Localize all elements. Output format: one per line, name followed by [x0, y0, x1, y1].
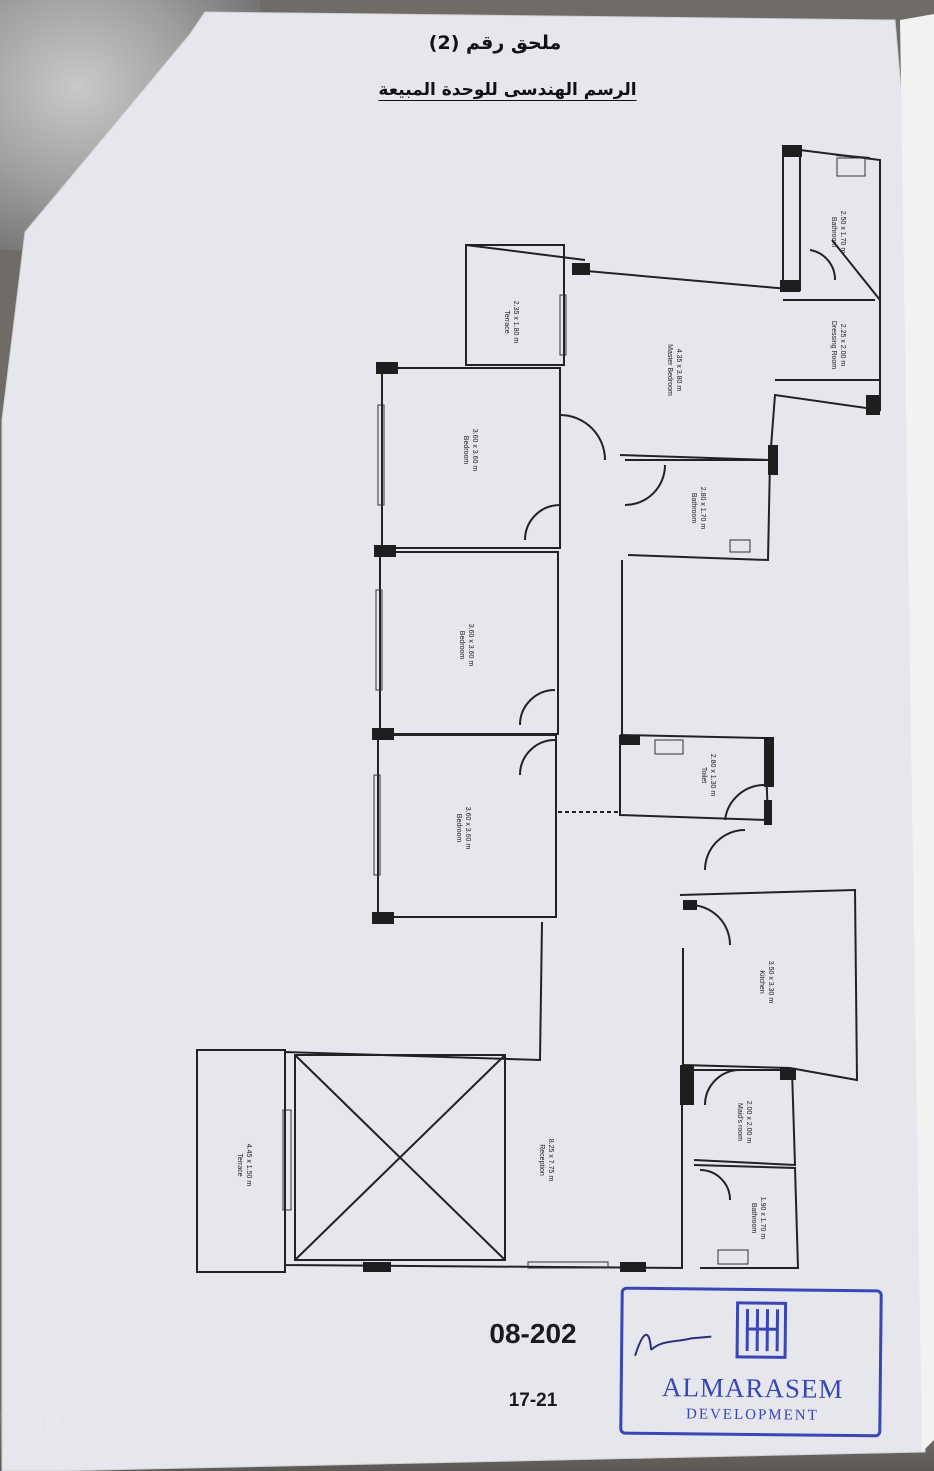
room-size-dressing-room: 2.25 x 2.00 m — [839, 324, 846, 367]
room-name-maids-room: Maid's room — [736, 1103, 743, 1141]
room-size-reception: 8.25 x 7.75 m — [547, 1139, 554, 1182]
room-name-bathroom-maid: Bathroom — [750, 1203, 757, 1234]
room-name-terrace-top: Terrace — [503, 310, 510, 333]
void-outline — [294, 1054, 506, 1261]
page-number: 17-21 — [508, 1390, 558, 1411]
room-size-bathroom-master: 2.50 x 1.70 m — [839, 211, 846, 254]
room-size-terrace-top: 2.35 x 1.80 m — [512, 301, 519, 344]
room-name-bedroom-3: Bedroom — [455, 814, 462, 843]
signature-icon — [634, 1333, 712, 1357]
room-size-master-bedroom: 4.35 x 3.80 m — [675, 349, 682, 392]
room-size-toilet: 2.80 x 1.30 m — [709, 754, 716, 797]
room-name-bathroom-mid: Bathroom — [690, 493, 697, 524]
room-name-bathroom-master: Bathroom — [830, 217, 837, 248]
company-stamp: ALMARASEM DEVELOPMENT — [619, 1286, 883, 1438]
company-logo-icon — [735, 1301, 788, 1359]
room-size-maids-room: 2.00 x 2.00 m — [745, 1101, 752, 1144]
room-name-dressing-room: Dressing Room — [830, 321, 837, 369]
bedroom-3-outline — [377, 734, 557, 918]
room-size-bathroom-mid: 2.80 x 1.70 m — [699, 487, 706, 530]
room-name-toilet: Toilet — [700, 767, 707, 783]
room-name-kitchen: Kitchen — [758, 970, 765, 993]
terrace-bottom-outline — [196, 1049, 286, 1273]
room-name-bedroom-1: Bedroom — [462, 436, 469, 465]
plan-title: الرسم الهندسى للوحدة المبيعة — [378, 80, 637, 100]
stamp-company-name: ALMARASEM — [661, 1372, 844, 1404]
sparkle-icon[interactable] — [22, 1402, 68, 1448]
stamp-company-subtitle: DEVELOPMENT — [685, 1406, 819, 1424]
room-name-master-bedroom: Master Bedroom — [666, 344, 673, 396]
bedroom-1-outline — [381, 367, 561, 549]
room-size-terrace-bottom: 4.45 x 1.50 m — [245, 1144, 252, 1187]
unit-number: 08-202 — [489, 1318, 577, 1349]
terrace-top-outline — [465, 244, 565, 366]
room-size-bedroom-2: 3.60 x 3.60 m — [467, 624, 474, 667]
room-name-bedroom-2: Bedroom — [458, 631, 465, 660]
room-size-kitchen: 3.50 x 3.30 m — [767, 961, 774, 1004]
room-name-reception: Reception — [538, 1144, 545, 1176]
room-name-terrace-bottom: Terrace — [236, 1153, 243, 1176]
room-size-bedroom-1: 3.60 x 3.60 m — [471, 429, 478, 472]
room-size-bathroom-maid: 1.90 x 1.70 m — [759, 1197, 766, 1240]
room-size-bedroom-3: 3.60 x 3.60 m — [464, 807, 471, 850]
annex-title: ملحق رقم (2) — [428, 32, 562, 54]
